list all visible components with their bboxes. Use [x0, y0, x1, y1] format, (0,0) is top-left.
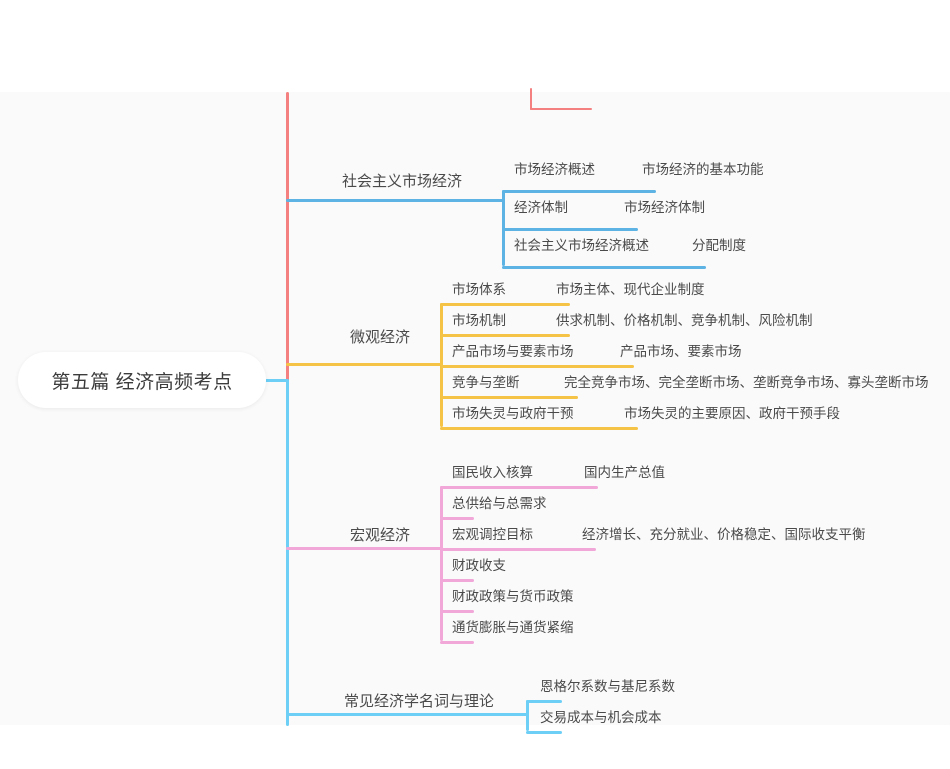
leaf-label-1-4[interactable]: 市场失灵的主要原因、政府干预手段	[624, 406, 840, 421]
leaf-label-2-0[interactable]: 国内生产总值	[584, 465, 665, 480]
sub-item-label-2-2[interactable]: 宏观调控目标	[452, 527, 533, 542]
leaf-label-2-2[interactable]: 经济增长、充分就业、价格稳定、国际收支平衡	[582, 527, 866, 542]
sub-item-label-1-1[interactable]: 市场机制	[452, 313, 506, 328]
orphan-branch-hline	[530, 108, 592, 110]
sub-item-underline-1-0	[440, 303, 570, 306]
sub-item-underline-2-4	[440, 610, 474, 613]
leaf-label-1-1[interactable]: 供求机制、价格机制、竞争机制、风险机制	[556, 313, 813, 328]
sub-item-underline-2-5	[440, 641, 474, 644]
sub-item-underline-1-2	[440, 365, 634, 368]
sub-item-label-2-0[interactable]: 国民收入核算	[452, 465, 533, 480]
mindmap-canvas	[0, 92, 950, 725]
sub-item-label-1-0[interactable]: 市场体系	[452, 282, 506, 297]
sub-item-label-1-4[interactable]: 市场失灵与政府干预	[452, 406, 574, 421]
sub-item-underline-1-1	[440, 334, 570, 337]
branch-connector-0	[286, 199, 505, 202]
sub-item-underline-2-1	[440, 517, 474, 520]
sub-item-label-0-1[interactable]: 经济体制	[514, 200, 568, 215]
leaf-label-1-0[interactable]: 市场主体、现代企业制度	[556, 282, 705, 297]
sub-item-label-3-1[interactable]: 交易成本与机会成本	[540, 710, 662, 725]
sub-item-underline-2-3	[440, 579, 474, 582]
root-node[interactable]: 第五篇 经济高频考点	[18, 352, 266, 408]
root-connector	[258, 379, 289, 382]
branch-label-3[interactable]: 常见经济学名词与理论	[343, 693, 494, 710]
branch-label-2[interactable]: 宏观经济	[349, 527, 410, 544]
sub-item-underline-2-0	[440, 486, 598, 489]
sub-item-underline-2-2	[440, 548, 596, 551]
sub-item-label-1-2[interactable]: 产品市场与要素市场	[452, 344, 574, 359]
leaf-label-1-3[interactable]: 完全竞争市场、完全垄断市场、垄断竞争市场、寡头垄断市场	[564, 375, 929, 390]
branch-label-0[interactable]: 社会主义市场经济	[341, 173, 462, 190]
sub-item-underline-0-2	[502, 266, 706, 269]
leaf-label-0-0[interactable]: 市场经济的基本功能	[642, 162, 764, 177]
branch-bracket-3	[526, 700, 529, 731]
branch-bracket-2	[440, 486, 443, 641]
leaf-label-1-2[interactable]: 产品市场、要素市场	[620, 344, 742, 359]
leaf-label-0-1[interactable]: 市场经济体制	[624, 200, 705, 215]
branch-connector-3	[286, 713, 529, 716]
sub-item-label-2-5[interactable]: 通货膨胀与通货紧缩	[452, 620, 574, 635]
branch-connector-2	[286, 547, 443, 550]
spine-upper	[286, 92, 289, 382]
sub-item-label-2-1[interactable]: 总供给与总需求	[452, 496, 547, 511]
sub-item-underline-0-1	[502, 228, 638, 231]
sub-item-label-0-2[interactable]: 社会主义市场经济概述	[514, 238, 649, 253]
sub-item-underline-0-0	[502, 190, 656, 193]
orphan-branch-vline	[530, 88, 532, 110]
sub-item-label-3-0[interactable]: 恩格尔系数与基尼系数	[540, 679, 675, 694]
sub-item-label-2-3[interactable]: 财政收支	[452, 558, 506, 573]
sub-item-label-1-3[interactable]: 竞争与垄断	[452, 375, 520, 390]
sub-item-underline-3-1	[526, 731, 562, 734]
sub-item-underline-1-3	[440, 396, 578, 399]
spine-lower	[286, 380, 289, 726]
sub-item-underline-3-0	[526, 700, 562, 703]
branch-label-1[interactable]: 微观经济	[349, 329, 410, 346]
sub-item-label-2-4[interactable]: 财政政策与货币政策	[452, 589, 574, 604]
sub-item-label-0-0[interactable]: 市场经济概述	[514, 162, 595, 177]
leaf-label-0-2[interactable]: 分配制度	[692, 238, 746, 253]
root-node-label: 第五篇 经济高频考点	[51, 371, 233, 393]
branch-connector-1	[286, 363, 443, 366]
sub-item-underline-1-4	[440, 427, 638, 430]
